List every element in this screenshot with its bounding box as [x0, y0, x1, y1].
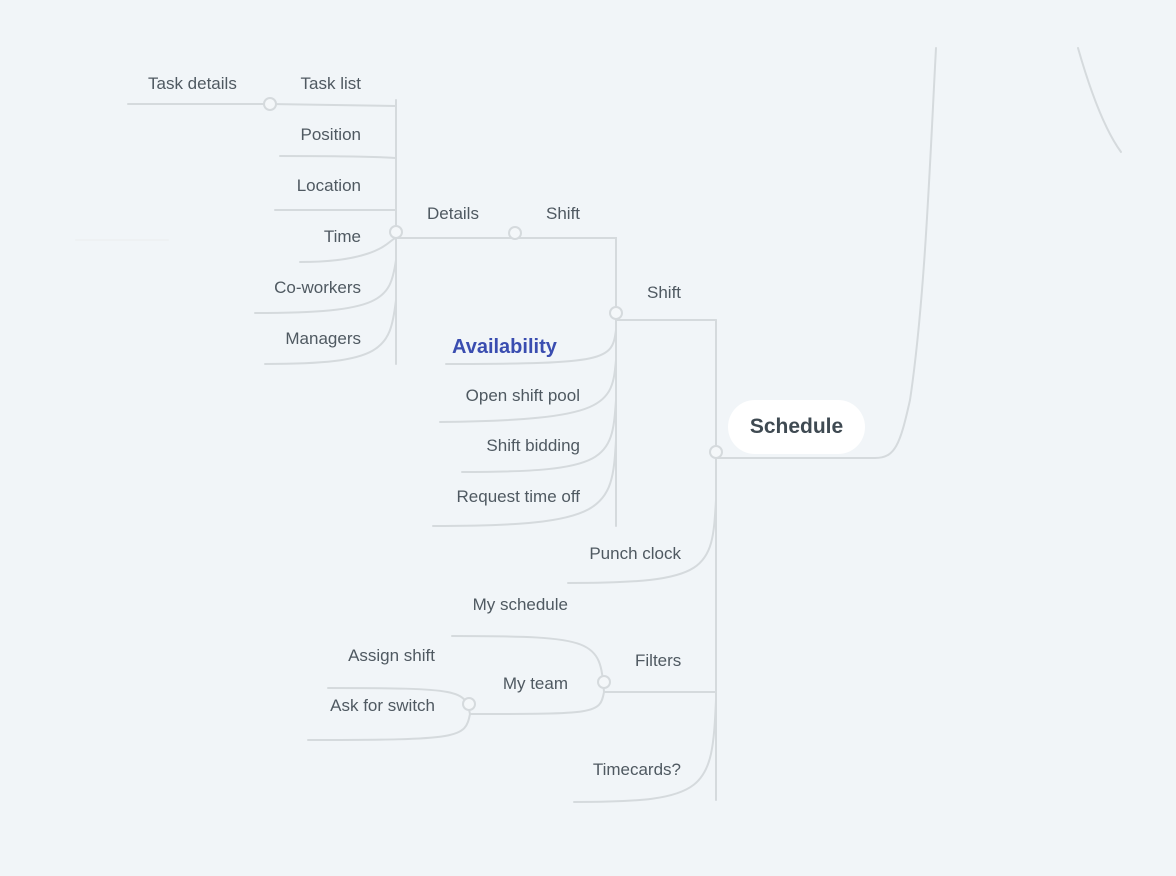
node-shift[interactable]: Shift [647, 283, 682, 302]
node-assign-shift[interactable]: Assign shift [348, 646, 435, 665]
collapse-knob-my-team[interactable] [462, 697, 476, 711]
collapse-knob-filters[interactable] [597, 675, 611, 689]
collapse-knob-task-list[interactable] [263, 97, 277, 111]
node-request-time-off[interactable]: Request time off [456, 487, 580, 506]
node-ask-for-switch[interactable]: Ask for switch [330, 696, 435, 715]
node-details[interactable]: Details [427, 204, 479, 223]
collapse-knob-shift-sub[interactable] [508, 226, 522, 240]
collapse-knob-shift[interactable] [609, 306, 623, 320]
node-position[interactable]: Position [300, 125, 361, 144]
node-my-schedule[interactable]: My schedule [472, 595, 568, 614]
node-my-team[interactable]: My team [502, 674, 568, 693]
root-node-schedule[interactable]: Schedule [728, 400, 865, 454]
node-filters[interactable]: Filters [635, 651, 682, 670]
node-managers[interactable]: Managers [285, 329, 361, 348]
node-availability[interactable]: Availability [452, 336, 557, 358]
node-task-details[interactable]: Task details [148, 74, 237, 93]
node-task-list[interactable]: Task list [300, 74, 361, 93]
collapse-knob-details[interactable] [389, 225, 403, 239]
node-punch-clock[interactable]: Punch clock [589, 544, 681, 563]
node-shift-sub[interactable]: Shift [546, 204, 581, 223]
node-location[interactable]: Location [296, 176, 361, 195]
node-open-shift-pool[interactable]: Open shift pool [465, 386, 580, 405]
node-co-workers[interactable]: Co-workers [274, 278, 361, 297]
node-shift-bidding[interactable]: Shift bidding [486, 436, 580, 455]
node-time[interactable]: Time [323, 227, 361, 246]
node-timecards[interactable]: Timecards? [592, 760, 681, 779]
collapse-knob-schedule[interactable] [709, 445, 723, 459]
